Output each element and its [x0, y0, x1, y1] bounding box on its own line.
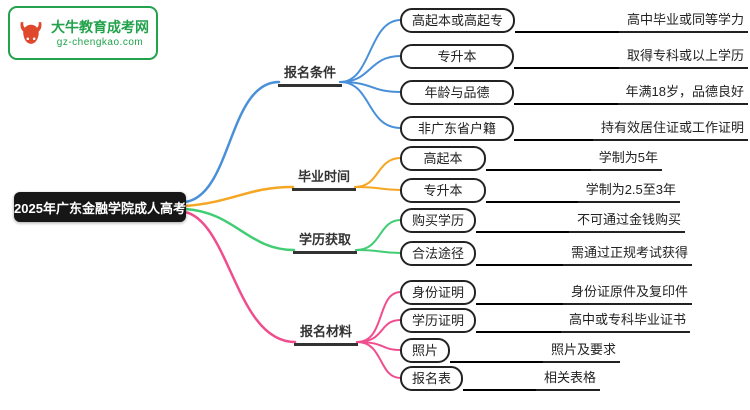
branch-application-materials: 报名材料 — [294, 321, 359, 346]
leaf-link-line — [514, 67, 619, 69]
branch-enroll-conditions: 报名条件 — [278, 62, 343, 87]
leaf-link-line — [450, 361, 543, 363]
connector-branch1-leaf4 — [339, 81, 402, 129]
leaf-topic-box: 高起本或高起专 — [400, 8, 516, 33]
leaf-topic-box: 年龄与品德 — [400, 80, 514, 105]
connector-branch4-leaf4 — [356, 341, 402, 379]
leaf-row: 年龄与品德 年满18岁，品德良好 — [400, 80, 748, 105]
root-topic: 2025年广东金融学院成人高考 — [14, 192, 186, 222]
logo-text: 大牛教育成考网 gz-chengkao.com — [51, 18, 149, 49]
leaf-link-line — [515, 31, 619, 33]
leaf-topic-box: 学历证明 — [400, 308, 477, 333]
leaf-link-line — [463, 389, 536, 391]
leaf-desc: 相关表格 — [535, 370, 600, 391]
leaf-link-line — [476, 231, 569, 233]
leaf-row: 非广东省户籍 持有效居住证或工作证明 — [400, 116, 748, 141]
leaf-row: 高起本 学制为5年 — [400, 146, 662, 171]
leaf-desc: 学制为2.5至3年 — [577, 182, 680, 203]
leaf-row: 学历证明 高中或专科毕业证书 — [400, 308, 690, 333]
connector-branch3-leaf1 — [355, 219, 402, 251]
leaf-row: 照片 照片及要求 — [400, 338, 620, 363]
leaf-desc: 学制为5年 — [590, 150, 662, 171]
bull-icon — [20, 22, 42, 44]
leaf-row: 身份证明 身份证原件及复印件 — [400, 280, 692, 305]
leaf-topic-box: 照片 — [400, 338, 451, 363]
connector-branch4-leaf3 — [356, 341, 402, 351]
leaf-topic-box: 专升本 — [400, 44, 514, 69]
leaf-topic-box: 高起本 — [400, 146, 486, 171]
branch-graduation-time: 毕业时间 — [292, 166, 357, 191]
leaf-row: 合法途径 需通过正规考试获得 — [400, 241, 692, 266]
leaf-link-line — [486, 169, 591, 171]
leaf-row: 高起本或高起专 高中毕业或同等学力 — [400, 8, 748, 33]
leaf-desc: 高中或专科毕业证书 — [560, 312, 690, 333]
leaf-row: 购买学历 不可通过金钱购买 — [400, 208, 685, 233]
connector-branch3-leaf2 — [355, 249, 402, 254]
leaf-link-line — [476, 303, 563, 305]
leaf-link-line — [476, 264, 563, 266]
leaf-link-line — [514, 103, 618, 105]
connector-root-branch-1 — [183, 80, 281, 204]
leaf-topic-box: 报名表 — [400, 366, 464, 391]
leaf-desc: 高中毕业或同等学力 — [618, 12, 748, 33]
leaf-link-line — [486, 201, 578, 203]
connector-branch2-leaf2 — [354, 186, 402, 191]
leaf-desc: 需通过正规考试获得 — [562, 245, 692, 266]
logo-domain: gz-chengkao.com — [56, 36, 144, 48]
leaf-desc: 取得专科或以上学历 — [618, 48, 748, 69]
leaf-topic-box: 合法途径 — [400, 241, 477, 266]
leaf-desc: 身份证原件及复印件 — [562, 284, 692, 305]
connector-branch1-leaf1 — [339, 19, 402, 83]
connector-root-branch-4 — [183, 210, 297, 344]
leaf-row: 报名表 相关表格 — [400, 366, 600, 391]
branch-degree-acquisition: 学历获取 — [293, 229, 358, 254]
connector-root-branch-2 — [183, 185, 295, 208]
connector-branch2-leaf1 — [354, 157, 402, 188]
leaf-row: 专升本 学制为2.5至3年 — [400, 178, 680, 203]
leaf-topic-box: 非广东省户籍 — [400, 116, 514, 141]
leaf-topic-box: 身份证明 — [400, 280, 477, 305]
leaf-desc: 不可通过金钱购买 — [568, 212, 685, 233]
leaf-desc: 照片及要求 — [542, 342, 620, 363]
leaf-link-line — [514, 139, 593, 141]
site-logo: 大牛教育成考网 gz-chengkao.com — [8, 6, 158, 60]
leaf-desc: 年满18岁，品德良好 — [617, 84, 748, 105]
leaf-link-line — [476, 331, 561, 333]
connector-root-branch-3 — [183, 207, 296, 252]
logo-title: 大牛教育成考网 — [51, 18, 149, 35]
connector-branch4-leaf1 — [356, 291, 402, 343]
connector-branch1-leaf3 — [339, 81, 402, 93]
connector-branch4-leaf2 — [356, 319, 402, 343]
leaf-topic-box: 购买学历 — [400, 208, 477, 233]
leaf-desc: 持有效居住证或工作证明 — [592, 120, 748, 141]
leaf-row: 专升本 取得专科或以上学历 — [400, 44, 748, 69]
connector-branch1-leaf2 — [339, 55, 402, 83]
leaf-topic-box: 专升本 — [400, 178, 486, 203]
